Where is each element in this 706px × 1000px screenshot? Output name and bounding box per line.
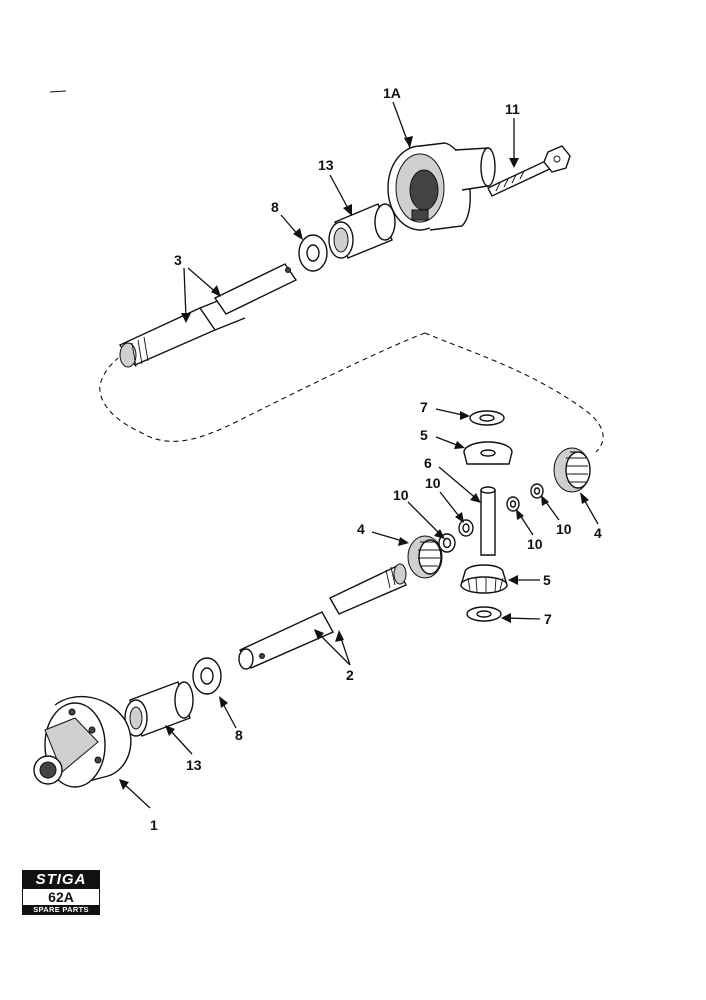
callout-7-top: 7: [420, 399, 428, 415]
callout-8-top: 8: [271, 199, 279, 215]
leader-6: [438, 466, 479, 501]
washer-7-top: [469, 410, 505, 426]
assembly-group-outline: [99, 332, 604, 453]
callout-2: 2: [346, 667, 354, 683]
logo-model: 62A: [48, 889, 74, 905]
shaft-2: [238, 563, 407, 670]
callout-11: 11: [505, 101, 520, 117]
washer-8-bottom: [192, 657, 222, 695]
housing-1a: [387, 142, 496, 231]
washer-10-b: [438, 533, 456, 553]
leader-1: [121, 781, 151, 809]
callout-5-top: 5: [420, 427, 428, 443]
callout-4-right: 4: [594, 525, 602, 541]
callout-10-b: 10: [425, 475, 441, 491]
callout-5-bottom: 5: [543, 572, 551, 588]
washer-10-c: [506, 496, 520, 512]
callout-1: 1: [150, 817, 158, 833]
pin-6: [480, 486, 496, 556]
washer-7-bottom: [466, 606, 502, 622]
callout-7-bottom: 7: [544, 611, 552, 627]
bevel-gear-5-top: [463, 441, 513, 465]
sleeve-13-top: [328, 203, 396, 259]
hub-1: [33, 695, 132, 788]
stiga-logo: STIGA 62A SPARE PARTS: [22, 870, 100, 915]
callout-1a: 1A: [383, 85, 401, 101]
washer-10-d: [530, 483, 544, 499]
callout-13-bottom: 13: [186, 757, 202, 773]
callout-6: 6: [424, 455, 432, 471]
scan-mark: [49, 90, 67, 93]
logo-brand: STIGA: [23, 871, 99, 889]
callout-10-d: 10: [556, 521, 572, 537]
sleeve-13-bottom: [124, 681, 194, 737]
callout-3: 3: [174, 252, 182, 268]
callout-13-top: 13: [318, 157, 334, 173]
washer-10-a: [458, 519, 474, 537]
leader-13-top: [329, 174, 351, 213]
leader-10-a: [407, 501, 443, 537]
bevel-gear-5-bottom: [460, 564, 508, 594]
leader-2: [316, 631, 351, 666]
callout-4-left: 4: [357, 521, 365, 537]
washer-8-top: [298, 234, 328, 272]
callout-10-c: 10: [527, 536, 543, 552]
callout-8-bottom: 8: [235, 727, 243, 743]
pinion-gear-4-right: [553, 447, 591, 493]
pinion-gear-4-left: [407, 535, 443, 579]
bolt-11: [487, 145, 571, 197]
leader-3: [183, 267, 219, 319]
shaft-3: [118, 263, 298, 368]
logo-caption: SPARE PARTS: [23, 905, 99, 914]
callout-10-a: 10: [393, 487, 409, 503]
